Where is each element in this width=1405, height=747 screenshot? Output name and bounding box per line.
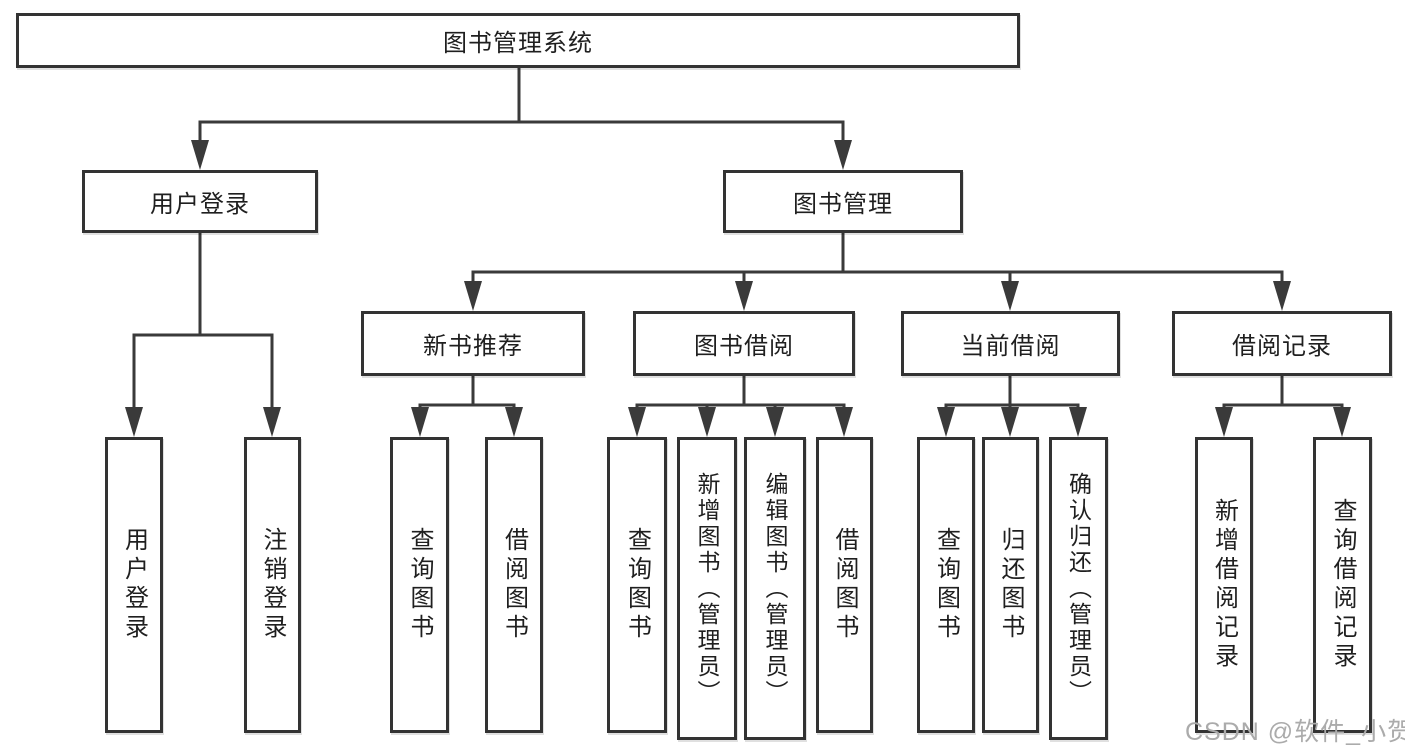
node-label: 新书推荐 xyxy=(423,333,523,360)
node-label: 编辑图书（管理员） xyxy=(762,471,788,706)
leaf-borrow-books: 借阅图书 xyxy=(485,437,543,733)
node-label: 图书借阅 xyxy=(694,333,794,360)
leaf-add-books-admin: 新增图书（管理员） xyxy=(677,437,737,740)
node-current-borrowing: 当前借阅 xyxy=(901,311,1120,376)
node-label: 用户登录 xyxy=(120,527,148,643)
arrowhead-icon xyxy=(191,140,209,170)
arrowhead-icon xyxy=(464,281,482,311)
leaf-confirm-return-admin: 确认归还（管理员） xyxy=(1049,437,1108,740)
leaf-add-borrow-record: 新增借阅记录 xyxy=(1195,437,1253,733)
node-user-login: 用户登录 xyxy=(82,170,318,233)
node-library-management-system: 图书管理系统 xyxy=(16,13,1020,68)
node-book-management: 图书管理 xyxy=(723,170,963,233)
arrowhead-icon xyxy=(735,281,753,311)
node-label: 借阅记录 xyxy=(1232,333,1332,360)
node-label: 注销登录 xyxy=(259,527,286,643)
tree-connector-path xyxy=(132,68,1344,408)
arrowhead-icon xyxy=(835,407,853,437)
node-book-borrowing: 图书借阅 xyxy=(633,311,855,376)
node-label: 新增借阅记录 xyxy=(1210,498,1238,672)
csdn-watermark: CSDN @软件_小贺同学 xyxy=(1185,718,1405,746)
node-label: 图书管理 xyxy=(793,191,893,218)
arrowhead-icon xyxy=(937,407,955,437)
leaf-logout: 注销登录 xyxy=(244,437,301,733)
arrowhead-icon xyxy=(1215,407,1233,437)
node-label: 查询图书 xyxy=(406,527,433,643)
leaf-query-books: 查询图书 xyxy=(917,437,975,733)
node-label: 查询图书 xyxy=(623,527,651,643)
arrowhead-icon xyxy=(411,407,429,437)
leaf-return-books: 归还图书 xyxy=(982,437,1039,733)
node-label: 确认归还（管理员） xyxy=(1065,471,1092,706)
node-label: 用户登录 xyxy=(150,191,250,218)
node-label: 借阅图书 xyxy=(500,527,528,643)
arrowhead-icon xyxy=(834,140,852,170)
node-label: 归还图书 xyxy=(997,527,1024,643)
node-label: 借阅图书 xyxy=(831,527,858,643)
leaf-query-borrow-record: 查询借阅记录 xyxy=(1313,437,1372,733)
arrowhead-icon xyxy=(698,407,716,437)
arrowheads-group xyxy=(125,140,1351,437)
arrowhead-icon xyxy=(1001,407,1019,437)
arrowhead-icon xyxy=(125,407,143,437)
leaf-query-books: 查询图书 xyxy=(607,437,667,733)
node-label: 图书管理系统 xyxy=(443,30,593,57)
leaf-borrow-books: 借阅图书 xyxy=(816,437,873,733)
arrowhead-icon xyxy=(766,407,784,437)
leaf-user-login: 用户登录 xyxy=(105,437,163,733)
arrowhead-icon xyxy=(1069,407,1087,437)
arrowhead-icon xyxy=(1001,281,1019,311)
node-label: 当前借阅 xyxy=(960,333,1061,360)
leaf-query-books: 查询图书 xyxy=(390,437,449,733)
arrowhead-icon xyxy=(263,407,281,437)
node-new-book-recommendation: 新书推荐 xyxy=(361,311,585,376)
node-label: 查询借阅记录 xyxy=(1329,498,1356,672)
node-borrowing-records: 借阅记录 xyxy=(1172,311,1392,376)
arrowhead-icon xyxy=(505,407,523,437)
node-label: 新增图书（管理员） xyxy=(694,471,720,706)
arrowhead-icon xyxy=(1273,281,1291,311)
leaf-edit-books-admin: 编辑图书（管理员） xyxy=(744,437,806,740)
arrowhead-icon xyxy=(1333,407,1351,437)
node-label: 查询图书 xyxy=(932,527,960,643)
arrowhead-icon xyxy=(628,407,646,437)
